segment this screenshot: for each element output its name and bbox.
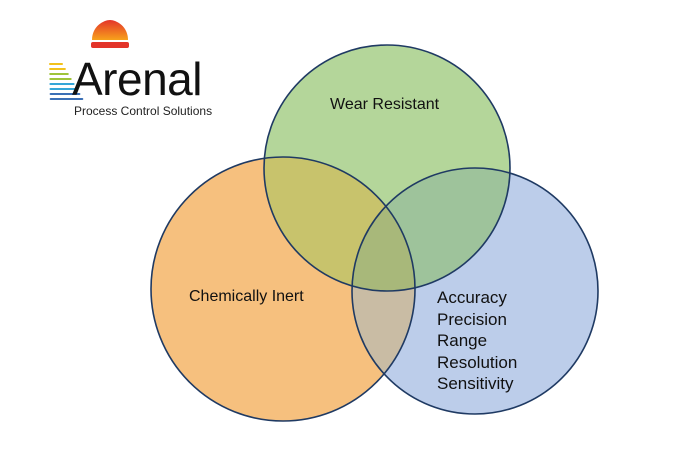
arenal-logo: Arenal Process Control Solutions	[44, 18, 234, 118]
list-item-range: Range	[437, 331, 488, 350]
logo-tagline: Process Control Solutions	[74, 104, 213, 118]
list-item-sensitivity: Sensitivity	[437, 374, 514, 393]
label-chemically-inert: Chemically Inert	[189, 288, 304, 305]
logo-dome-bar-icon	[91, 42, 129, 48]
list-item-precision: Precision	[437, 309, 507, 329]
list-item-accuracy: Accuracy	[437, 288, 507, 307]
outline-wear	[263, 44, 511, 292]
outline-inert	[150, 156, 416, 422]
logo-dome-icon	[92, 20, 128, 40]
logo-wordmark: Arenal	[72, 53, 202, 105]
list-item-resolution: Resolution	[437, 352, 518, 372]
label-wear-resistant: Wear Resistant	[330, 96, 440, 113]
accuracy-attribute-list: Accuracy Precision Range Resolution Sens…	[437, 287, 517, 395]
logo-graphic	[49, 20, 129, 100]
outline-accuracy	[351, 167, 599, 415]
logo-wave-icon	[49, 63, 84, 100]
overlap-wear-accuracy	[352, 168, 510, 291]
